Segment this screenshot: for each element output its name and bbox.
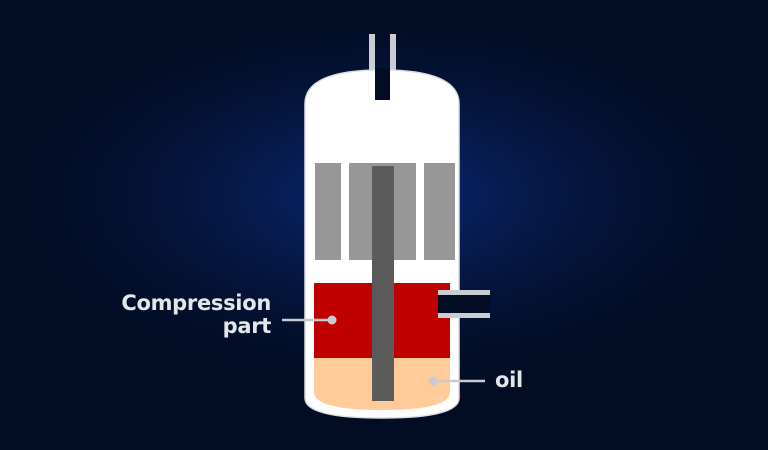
compression-label-line1: Compression bbox=[121, 291, 271, 315]
compression-leader-dot bbox=[327, 315, 337, 325]
top-pipe-opening bbox=[375, 68, 390, 100]
top-pipe-wall-left bbox=[369, 34, 375, 98]
side-pipe-wall-top bbox=[438, 290, 490, 295]
shaft bbox=[372, 166, 394, 401]
motor-block-right bbox=[424, 163, 455, 260]
motor-block-left bbox=[315, 163, 341, 260]
oil-label: oil bbox=[495, 368, 523, 392]
compression-label-line2: part bbox=[222, 314, 272, 338]
oil-leader-dot bbox=[428, 376, 438, 386]
side-pipe-opening bbox=[438, 295, 490, 313]
compression-part-label: Compression part bbox=[121, 292, 271, 338]
top-pipe-wall-right bbox=[390, 34, 396, 98]
side-pipe-wall-bottom bbox=[438, 313, 490, 318]
